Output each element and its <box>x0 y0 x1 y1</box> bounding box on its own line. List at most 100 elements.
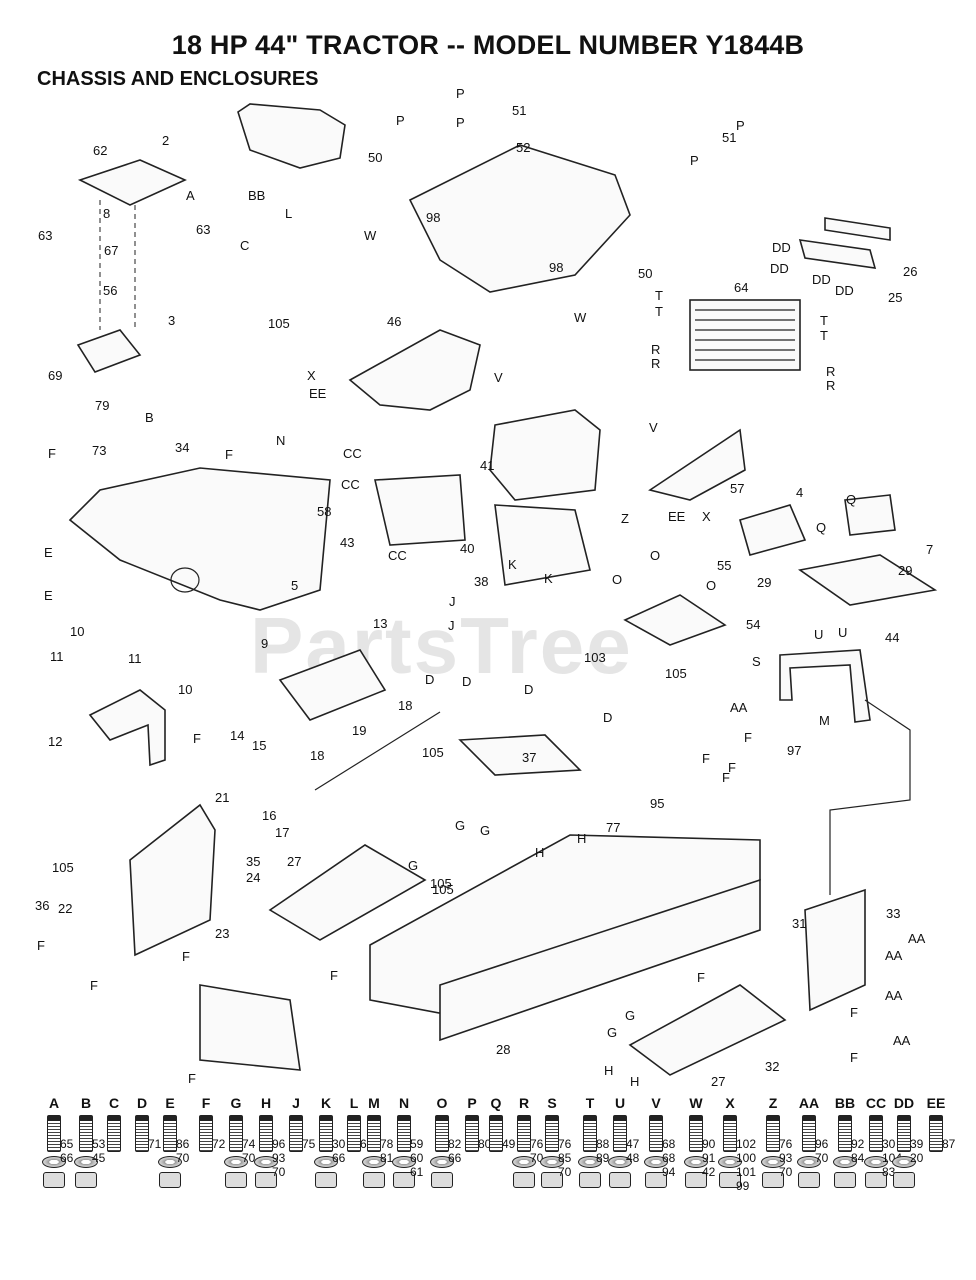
part-callout-label: F <box>850 1050 858 1065</box>
bolt-icon <box>367 1115 381 1152</box>
washer-icon <box>42 1156 66 1168</box>
bolt-icon <box>79 1115 93 1152</box>
grille-part[interactable] <box>199 984 301 1071</box>
hardware-group-label: B <box>80 1095 92 1111</box>
seat-part[interactable] <box>237 103 346 169</box>
bolt-icon <box>897 1115 911 1152</box>
plate-part[interactable] <box>797 554 938 606</box>
hardware-part-number: 83 <box>882 1165 896 1179</box>
section-subtitle: CHASSIS AND ENCLOSURES <box>37 68 319 90</box>
grille-part[interactable] <box>689 299 801 371</box>
nut-icon <box>541 1172 563 1188</box>
part-callout-label: O <box>650 548 660 563</box>
steering-plate-part[interactable] <box>77 159 187 206</box>
part-callout-label: 105 <box>432 882 454 897</box>
part-callout-label: G <box>480 823 490 838</box>
part-callout-label: 2 <box>162 133 169 148</box>
bolt-icon <box>489 1115 503 1152</box>
nut-icon <box>513 1172 535 1188</box>
hardware-part-number: 30 <box>882 1137 896 1151</box>
part-callout-label: Z <box>621 511 629 526</box>
rod-part[interactable] <box>314 711 441 791</box>
part-callout-label: 58 <box>317 504 331 519</box>
plate-part[interactable] <box>458 734 582 776</box>
footrest-part[interactable] <box>628 984 787 1076</box>
hardware-part-number: 78 <box>380 1137 394 1151</box>
bracket-part[interactable] <box>76 329 142 373</box>
bolt-icon <box>583 1115 597 1152</box>
bolt-icon <box>689 1115 703 1152</box>
bracket-part[interactable] <box>88 689 166 767</box>
footrest-part[interactable] <box>648 428 746 501</box>
bracket-part[interactable] <box>278 649 387 721</box>
part-callout-label: R <box>651 342 660 357</box>
hardware-part-number: 68 <box>662 1151 676 1165</box>
dash-lower-part[interactable] <box>494 504 591 586</box>
part-callout-label: S <box>752 654 761 669</box>
hardware-part-number: 45 <box>92 1151 106 1165</box>
nut-icon <box>579 1172 601 1188</box>
hardware-part-number: 68 <box>662 1137 676 1151</box>
part-callout-label: W <box>574 310 587 325</box>
hardware-part-number: 30 <box>332 1137 346 1151</box>
part-callout-label: 98 <box>426 210 440 225</box>
hardware-part-number: 101 <box>736 1165 757 1179</box>
part-callout-label: G <box>408 858 418 873</box>
hardware-part-number: 89 <box>596 1151 610 1165</box>
bracket-part[interactable] <box>739 504 807 556</box>
nut-icon <box>685 1172 707 1188</box>
hardware-group-label: DD <box>893 1095 915 1111</box>
bracket-part[interactable] <box>779 649 871 723</box>
part-callout-label: 31 <box>792 916 806 931</box>
washer-icon <box>797 1156 821 1168</box>
hardware-part-number: 70 <box>242 1151 256 1165</box>
bracket-part[interactable] <box>798 239 877 269</box>
part-callout-label: 55 <box>717 558 731 573</box>
hardware-part-number: 81 <box>380 1151 394 1165</box>
part-callout-label: 19 <box>352 723 366 738</box>
part-callout-label: G <box>625 1008 635 1023</box>
part-callout-label: F <box>330 968 338 983</box>
bolt-icon <box>869 1115 883 1152</box>
side-panel-part[interactable] <box>348 329 481 411</box>
dash-panel-part[interactable] <box>489 409 601 501</box>
side-plate-part[interactable] <box>129 803 216 957</box>
footrest-part[interactable] <box>268 844 427 941</box>
hardware-group-label: EE <box>926 1095 946 1111</box>
hood-part[interactable] <box>408 144 631 293</box>
part-callout-label: F <box>193 731 201 746</box>
nut-icon <box>393 1172 415 1188</box>
fender-part[interactable] <box>68 467 331 611</box>
part-callout-label: A <box>186 188 195 203</box>
hardware-group-label: J <box>292 1095 300 1111</box>
part-callout-label: C <box>240 238 249 253</box>
part-callout-label: H <box>630 1074 639 1089</box>
hardware-group-label: Z <box>768 1095 778 1111</box>
part-callout-label: 41 <box>480 458 494 473</box>
part-callout-label: 105 <box>422 745 444 760</box>
hardware-part-number: 93 <box>779 1151 793 1165</box>
part-callout-label: 69 <box>48 368 62 383</box>
hardware-group-label: A <box>48 1095 60 1111</box>
plate-part[interactable] <box>623 594 727 646</box>
part-callout-label: G <box>455 818 465 833</box>
panel-part[interactable] <box>374 474 466 546</box>
hardware-group-label: E <box>165 1095 175 1111</box>
part-callout-label: Q <box>816 520 826 535</box>
part-callout-label: 57 <box>730 481 744 496</box>
part-callout-label: O <box>612 572 622 587</box>
hardware-part-number: 76 <box>779 1137 793 1151</box>
washer-icon <box>158 1156 182 1168</box>
hardware-part-number: 74 <box>242 1137 256 1151</box>
part-callout-label: P <box>690 153 699 168</box>
hardware-group-label: V <box>651 1095 661 1111</box>
hardware-part-number: 90 <box>702 1137 716 1151</box>
side-plate-part[interactable] <box>804 888 866 1012</box>
part-callout-label: 28 <box>496 1042 510 1057</box>
washer-icon <box>392 1156 416 1168</box>
